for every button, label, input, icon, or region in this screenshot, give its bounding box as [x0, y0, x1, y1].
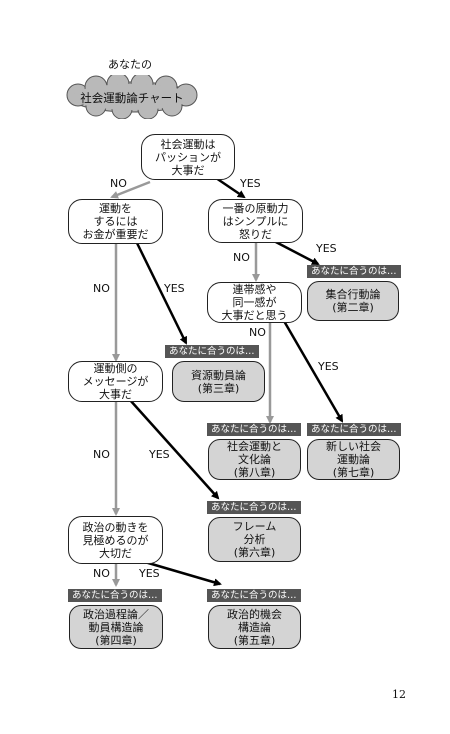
tag-resource: あなたに合うのは… [165, 345, 259, 358]
result-culture: 社会運動と 文化論 (第八章) [208, 439, 301, 480]
arrow-q2-yes [135, 242, 188, 345]
tag-culture: あなたに合うのは… [207, 423, 301, 436]
arrow-q1-yes [215, 176, 246, 199]
arrow-q1-no [110, 180, 151, 199]
result-resource-mobilization: 資源動員論 (第三章) [172, 361, 265, 402]
label-no-q2: NO [93, 282, 110, 295]
result-political-process: 政治過程論／ 動員構造論 (第四章) [69, 605, 163, 649]
label-no-q6: NO [93, 567, 110, 580]
question-passion: 社会運動は パッションが 大事だ [141, 134, 235, 180]
label-yes-q1: YES [240, 177, 261, 190]
tag-political-opportunity: あなたに合うのは… [207, 589, 301, 602]
page-number: 12 [392, 688, 406, 701]
label-yes-q3: YES [316, 242, 337, 255]
label-yes-q2: YES [164, 282, 185, 295]
question-politics: 政治の動きを 見極めるのが 大切だ [68, 516, 163, 564]
question-money: 運動を するには お金が重要だ [68, 199, 163, 244]
tag-new-social-movement: あなたに合うのは… [307, 423, 401, 436]
chart-subtitle: あなたの [108, 58, 152, 71]
tag-frame: あなたに合うのは… [207, 501, 301, 514]
result-frame-analysis: フレーム 分析 (第六章) [208, 517, 301, 562]
question-message: 運動側の メッセージが 大事だ [68, 361, 163, 402]
result-collective-behavior: 集合行動論 (第二章) [307, 281, 399, 321]
arrow-q6-yes [137, 558, 222, 587]
label-no-q3: NO [233, 251, 250, 264]
label-no-q1: NO [110, 177, 127, 190]
label-yes-q4: YES [318, 360, 339, 373]
label-no-q4: NO [249, 326, 266, 339]
arrow-q3-yes [271, 238, 320, 266]
tag-collective: あなたに合うのは… [307, 265, 401, 278]
tag-political-process: あなたに合うのは… [68, 589, 162, 602]
label-no-q5: NO [93, 448, 110, 461]
label-yes-q6: YES [139, 567, 160, 580]
title-cloud [66, 75, 198, 119]
arrow-q4-yes [282, 320, 344, 423]
question-anger: 一番の原動力 はシンプルに 怒りだ [208, 199, 303, 243]
arrow-q5-yes [129, 399, 220, 500]
result-new-social-movement: 新しい社会 運動論 (第七章) [307, 439, 400, 480]
chart-title: 社会運動論チャート [80, 91, 184, 105]
question-solidarity: 連帯感や 同一感が 大事だと思う [207, 282, 302, 323]
label-yes-q5: YES [149, 448, 170, 461]
result-political-opportunity: 政治的機会 構造論 (第五章) [208, 605, 301, 649]
